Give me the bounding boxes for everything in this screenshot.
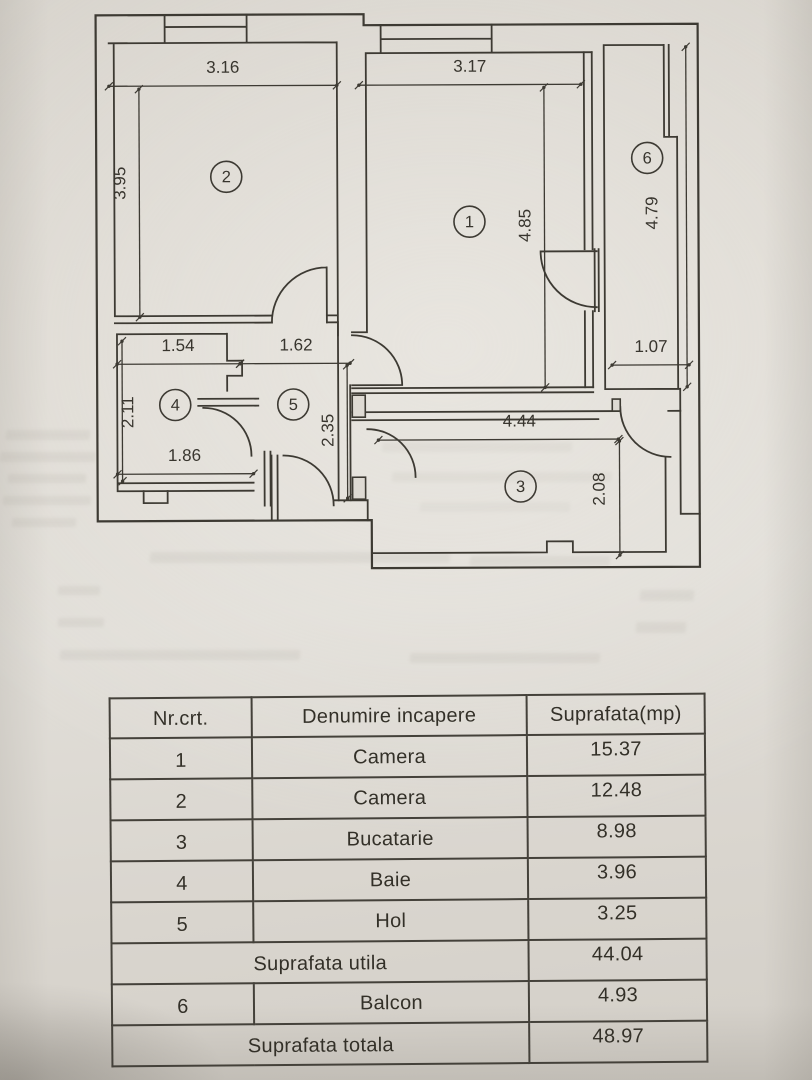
header-nr: Nr.crt. xyxy=(109,697,252,739)
svg-text:6: 6 xyxy=(643,149,652,167)
room-name: Camera xyxy=(251,735,528,779)
dimension: 4.85 xyxy=(515,82,550,392)
room-area: 3.96 xyxy=(527,856,707,900)
total-row: Suprafata totala 48.97 xyxy=(112,1020,708,1067)
dimension: 1.07 xyxy=(607,337,694,370)
room-name: Balcon xyxy=(253,981,530,1025)
room-area: 15.37 xyxy=(526,733,706,777)
room-number: 5 xyxy=(276,388,310,421)
dimension: 3.17 xyxy=(354,57,586,90)
floor-plan-drawing: 3.16 3.17 3.95 4.85 4.79 1.54 1.62 1.07 2.11 2.35… xyxy=(94,13,702,570)
dimension: 1.86 xyxy=(113,446,258,479)
dimension: 2.08 xyxy=(590,436,625,560)
row-nr: 5 xyxy=(111,901,254,944)
svg-text:4: 4 xyxy=(171,396,180,414)
subtotal-row: Suprafata utila 44.04 xyxy=(111,938,707,985)
dimension: 2.11 xyxy=(117,336,137,486)
svg-text:5: 5 xyxy=(289,396,298,414)
dimension-label: 3.95 xyxy=(110,167,129,200)
room-areas-table: Nr.crt. Denumire incapere Suprafata(mp) … xyxy=(109,693,709,1068)
svg-text:3: 3 xyxy=(516,478,525,496)
dimension-label: 4.79 xyxy=(642,196,661,229)
table-row: 2 Camera 12.48 xyxy=(110,774,706,821)
dimension-label: 2.08 xyxy=(590,473,609,506)
row-nr: 1 xyxy=(109,737,253,780)
table-row: 3 Bucatarie 8.98 xyxy=(110,815,706,862)
header-suprafata: Suprafata(mp) xyxy=(526,693,705,736)
dimension: 3.16 xyxy=(104,58,342,91)
room-area: 3.25 xyxy=(528,897,707,941)
svg-text:1: 1 xyxy=(465,213,474,231)
room-number: 3 xyxy=(504,470,537,503)
dimension: 4.79 xyxy=(642,42,692,392)
dimension-label: 1.07 xyxy=(634,337,667,356)
room-area: 8.98 xyxy=(527,815,706,859)
room-number: 4 xyxy=(158,388,192,422)
row-nr: 4 xyxy=(110,860,253,903)
table-row: 6 Balcon 4.93 xyxy=(111,979,708,1026)
table-row: 4 Baie 3.96 xyxy=(110,856,707,903)
dimension: 4.44 xyxy=(374,411,623,445)
dimension-label: 1.54 xyxy=(161,336,194,355)
dimension: 3.95 xyxy=(110,84,145,322)
room-number: 6 xyxy=(630,141,664,175)
table-row: 1 Camera 15.37 xyxy=(109,733,706,780)
subtotal-area: 44.04 xyxy=(528,938,707,982)
dimension-label: 4.85 xyxy=(515,209,534,242)
room-number: 1 xyxy=(453,205,486,239)
plan-annotations: 3.16 3.17 3.95 4.85 4.79 1.54 1.62 1.07 2.11 2.35… xyxy=(104,42,694,560)
dimension-label: 2.11 xyxy=(118,396,137,428)
door-jambs xyxy=(351,394,622,501)
row-nr: 2 xyxy=(110,778,253,821)
row-nr: 6 xyxy=(111,983,254,1026)
dimension-label: 3.17 xyxy=(453,57,486,76)
room-name: Camera xyxy=(252,776,528,820)
svg-text:2: 2 xyxy=(222,168,231,186)
room-area: 12.48 xyxy=(527,774,706,818)
room-name: Hol xyxy=(252,899,529,943)
total-area: 48.97 xyxy=(529,1020,708,1064)
room-name: Bucatarie xyxy=(252,817,528,861)
subtotal-label: Suprafata utila xyxy=(111,940,529,985)
room-number: 2 xyxy=(209,160,243,194)
apartment-outer-wall xyxy=(94,13,702,570)
row-nr: 3 xyxy=(110,819,253,862)
floor-plan: 3.16 3.17 3.95 4.85 4.79 1.54 1.62 1.07 2.11 2.35… xyxy=(94,13,702,570)
dimension-label: 4.44 xyxy=(503,411,536,430)
dimension-label: 3.16 xyxy=(206,58,239,77)
table-header-row: Nr.crt. Denumire incapere Suprafata(mp) xyxy=(109,693,705,739)
interior-walls xyxy=(107,13,701,555)
dimension: 2.35 xyxy=(318,360,353,503)
dimension-label: 1.62 xyxy=(279,335,312,354)
header-denumire: Denumire incapere xyxy=(251,695,527,738)
dimension: 1.54 xyxy=(112,336,245,369)
room-name: Baie xyxy=(252,858,529,902)
dimension: 1.62 xyxy=(235,335,355,369)
table-row: 5 Hol 3.25 xyxy=(111,897,707,944)
room-area: 4.93 xyxy=(528,979,708,1023)
total-label: Suprafata totala xyxy=(112,1022,530,1067)
dimension-label: 2.35 xyxy=(318,414,337,447)
dimension-label: 1.86 xyxy=(168,446,201,465)
